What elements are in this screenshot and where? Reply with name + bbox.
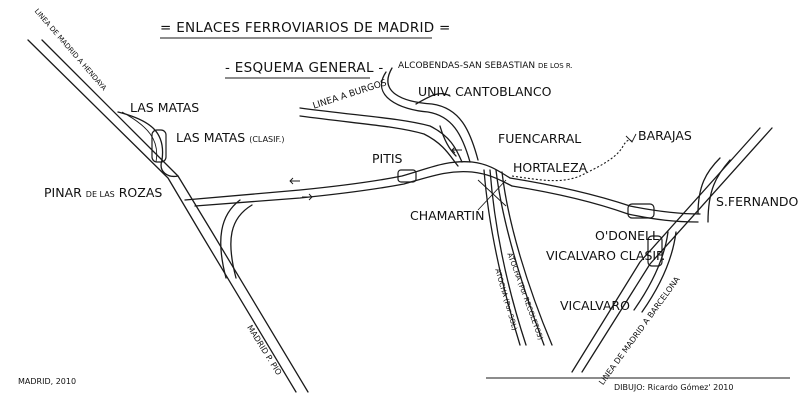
odonell-vicalvaro-a bbox=[633, 231, 669, 311]
station-odonell: O'DONELL bbox=[595, 228, 659, 243]
las-matas-loop-2 bbox=[121, 111, 158, 163]
burgos-line-b bbox=[299, 115, 459, 167]
atocha-sol-line-b bbox=[489, 169, 527, 346]
map-title: = ENLACES FERROVIARIOS DE MADRID = bbox=[160, 20, 451, 36]
odonell-yard bbox=[627, 203, 655, 219]
pinar-connector bbox=[220, 199, 241, 279]
station-alcobendas-suffix: DE LOS R. bbox=[538, 62, 573, 70]
pinar-connector-b bbox=[230, 204, 253, 279]
barcelona-line-b bbox=[581, 127, 773, 373]
station-barajas: BARAJAS bbox=[638, 128, 692, 143]
barajas-end-arrow bbox=[625, 133, 637, 143]
hortaleza-line-a bbox=[509, 177, 701, 215]
burgos-line-a bbox=[299, 107, 463, 163]
station-s-fernando: S.FERNANDO bbox=[716, 194, 799, 209]
cantoblanco-spur bbox=[415, 92, 451, 105]
station-alcobendas-name: ALCOBENDAS-SAN SEBASTIAN bbox=[398, 61, 536, 71]
station-chamartin: CHAMARTIN bbox=[410, 208, 485, 223]
line-hendaya-track-b bbox=[41, 39, 309, 393]
alcobendas-line-a bbox=[387, 67, 479, 161]
station-alcobendas: ALCOBENDAS-SAN SEBASTIAN DE LOS R. bbox=[398, 62, 573, 71]
station-pitis: PITIS bbox=[372, 151, 403, 166]
las-matas-clasif-yard bbox=[151, 129, 167, 163]
station-pinar-de-las-rozas: PINAR DE LAS ROZAS bbox=[44, 185, 163, 200]
station-las-matas-clasif-suffix: (CLASIF.) bbox=[249, 135, 285, 144]
station-pinar-delas: DE LAS bbox=[85, 190, 115, 199]
arrow-chamartin-a bbox=[451, 146, 462, 154]
barajas-line bbox=[511, 139, 633, 182]
hortaleza-line-b bbox=[511, 185, 699, 223]
chamartin-cross bbox=[477, 179, 507, 211]
station-univ-cantoblanco: UNIV. CANTOBLANCO bbox=[418, 84, 552, 99]
alcobendas-line-b bbox=[380, 71, 471, 163]
footer-place-year: MADRID, 2010 bbox=[18, 377, 77, 386]
station-las-matas-clasif-name: LAS MATAS bbox=[176, 130, 246, 145]
station-vicalvaro: VICALVARO bbox=[560, 298, 630, 313]
map-subtitle: - ESQUEMA GENERAL - bbox=[225, 60, 384, 76]
line-hendaya-track-a bbox=[27, 39, 297, 393]
barcelona-junction-b bbox=[707, 159, 731, 223]
western-line-b bbox=[194, 170, 513, 207]
footer-credit: DIBUJO: Ricardo Gómez' 2010 bbox=[614, 383, 734, 392]
station-pinar-word: PINAR bbox=[44, 185, 82, 200]
atocha-recoletos-line-b bbox=[501, 171, 553, 346]
station-vicalvaro-clasif: VICALVARO CLASIF. bbox=[546, 248, 666, 263]
arrow-east bbox=[302, 193, 313, 201]
odonell-vicalvaro-b bbox=[641, 231, 677, 313]
station-pinar-rozas: ROZAS bbox=[118, 185, 163, 200]
arrow-west bbox=[289, 177, 300, 185]
atocha-sol-line bbox=[483, 169, 521, 346]
station-fuencarral: FUENCARRAL bbox=[498, 131, 582, 146]
fuencarral-branch bbox=[439, 125, 457, 157]
pitis-station-box bbox=[397, 169, 417, 183]
barcelona-junction bbox=[697, 157, 721, 215]
station-las-matas: LAS MATAS bbox=[130, 100, 200, 115]
western-line-a bbox=[184, 161, 511, 201]
atocha-recoletos-line bbox=[495, 169, 545, 346]
station-hortaleza: HORTALEZA bbox=[513, 160, 588, 175]
station-las-matas-clasif: LAS MATAS (CLASIF.) bbox=[176, 130, 285, 145]
las-matas-loop bbox=[117, 111, 179, 178]
